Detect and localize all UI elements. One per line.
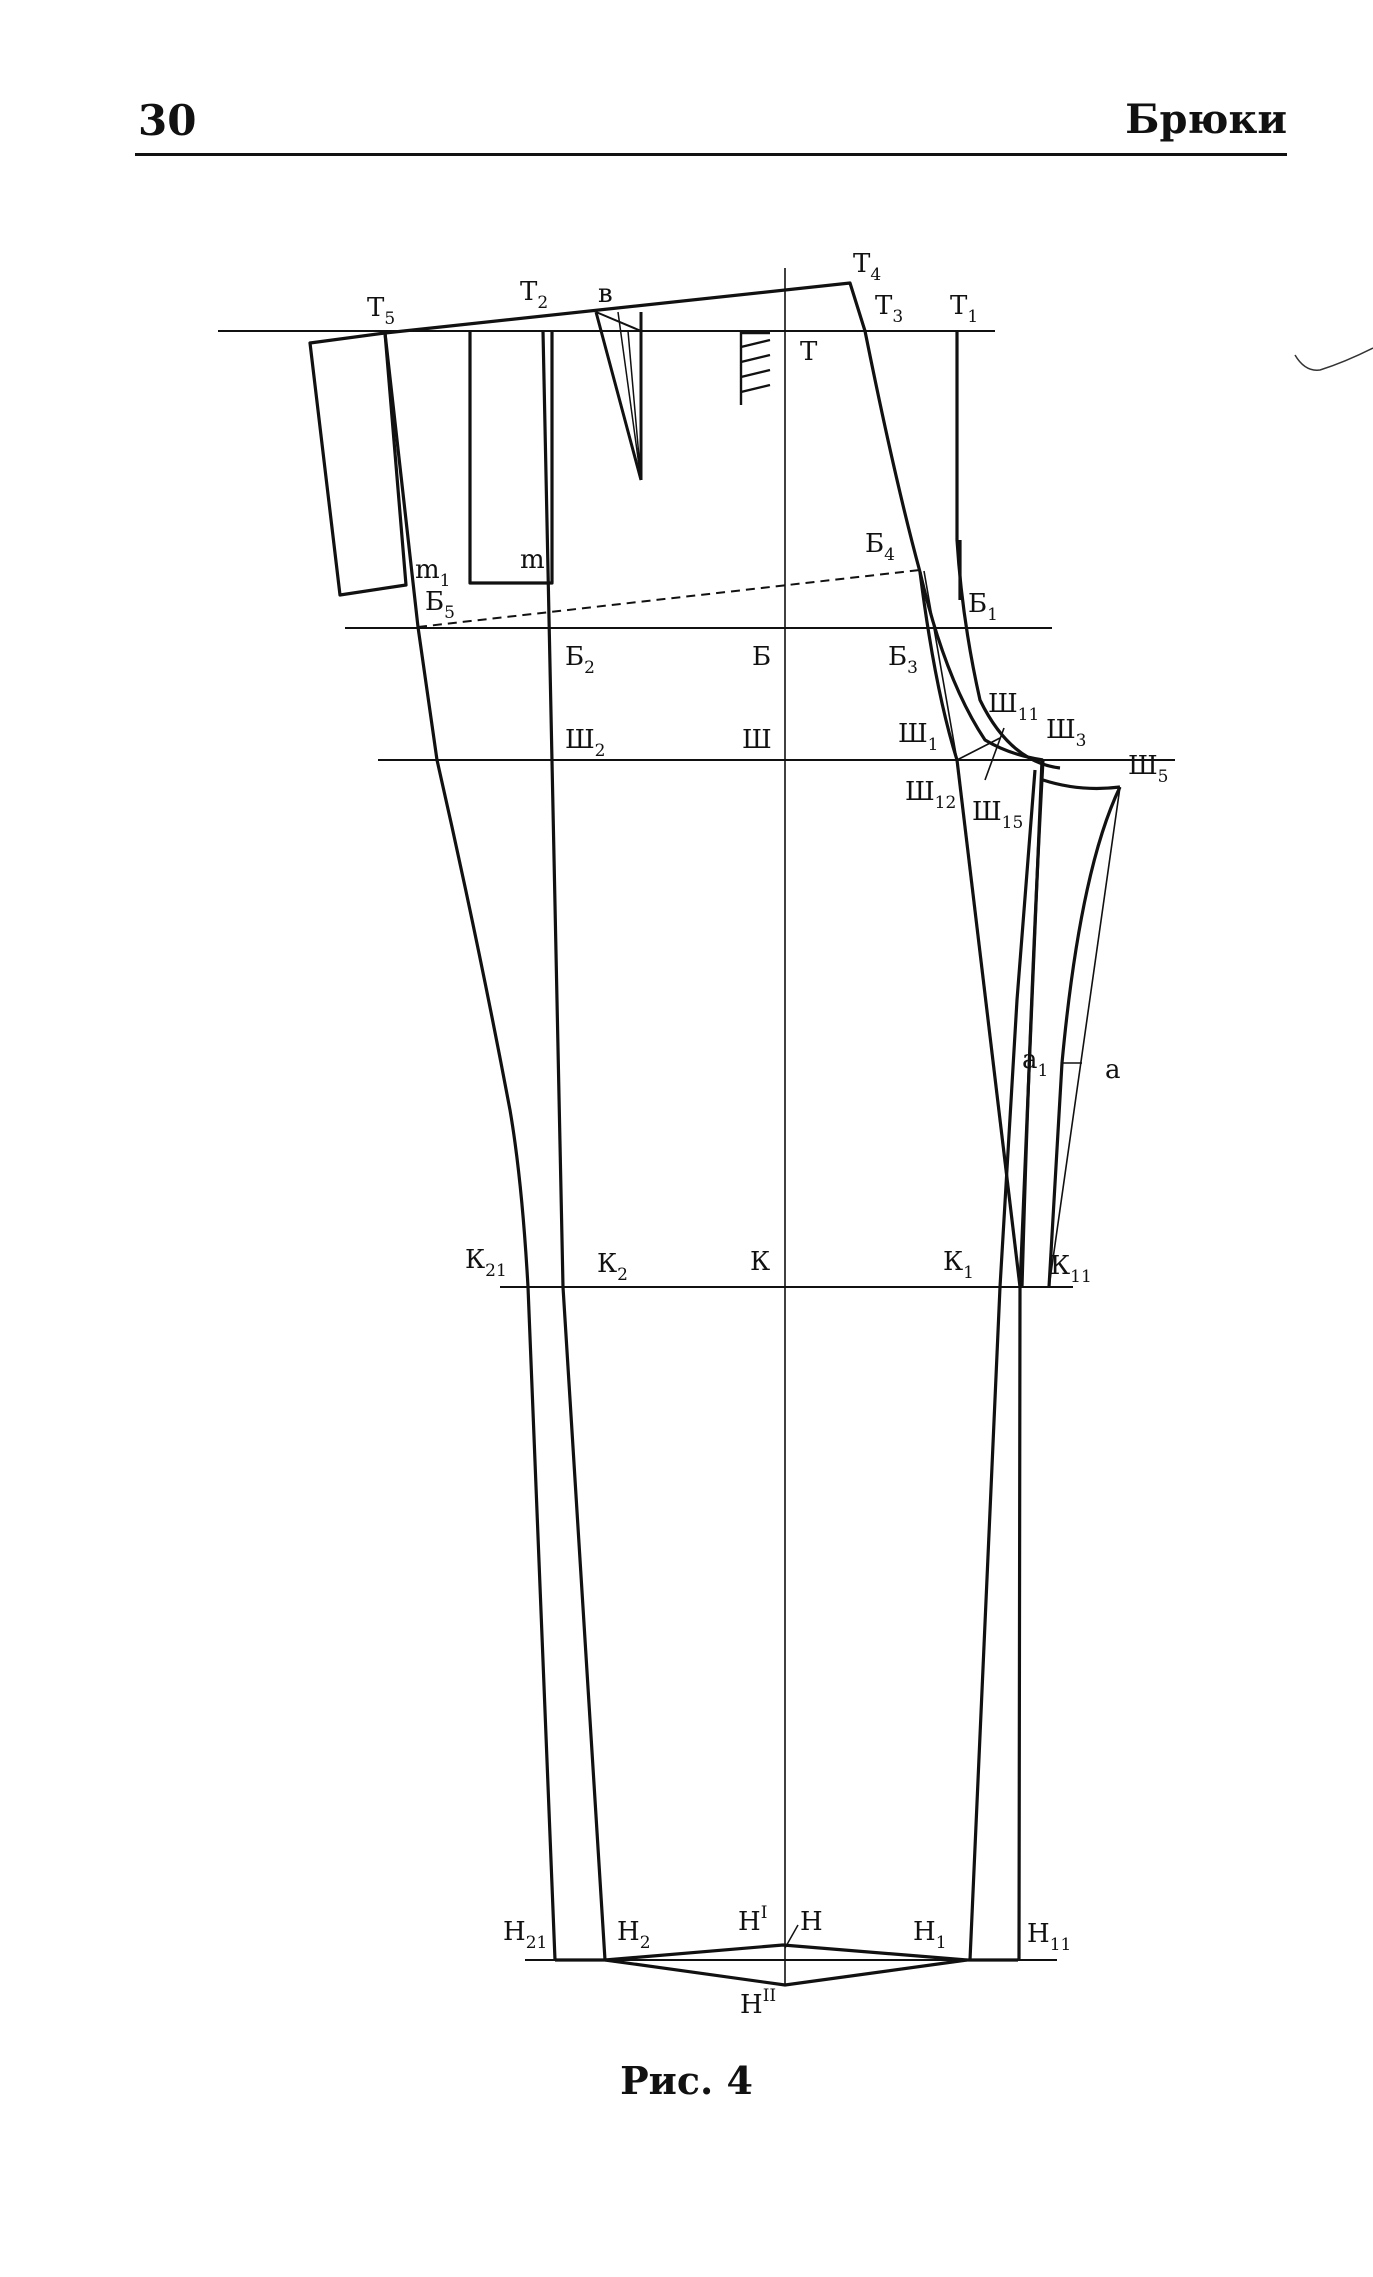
- label-t5: Т5: [367, 293, 395, 329]
- label-t2: Т2: [520, 277, 548, 313]
- label-h21: Н21: [503, 1917, 547, 1953]
- label-b2: Б2: [565, 642, 595, 678]
- waistband-top-line: [384, 281, 867, 335]
- hem-right: [604, 1943, 968, 1962]
- waist-dart: [594, 311, 643, 481]
- label-t3: Т3: [875, 291, 903, 327]
- label-hii: НII: [740, 1986, 776, 2020]
- sh15-helper-line: [956, 737, 1001, 761]
- h-pointer: [784, 1924, 799, 1949]
- margin-tick-mark: [1294, 347, 1373, 371]
- pocket-facing: [468, 331, 554, 585]
- construction-lines: [218, 268, 1175, 1985]
- front-inseam: [955, 759, 1022, 1288]
- label-sh: Ш: [742, 725, 772, 755]
- waistband-piece: [308, 331, 408, 597]
- label-m1: m1: [415, 555, 450, 591]
- label-b3: Б3: [888, 642, 918, 678]
- label-t1: Т1: [950, 291, 978, 327]
- sh1-helper-line: [923, 570, 958, 761]
- label-sh11: Ш11: [988, 689, 1039, 725]
- label-h2: Н2: [617, 1917, 651, 1953]
- header-rule: [135, 153, 1287, 156]
- label-a: а: [1105, 1055, 1121, 1085]
- label-k1: К1: [943, 1247, 974, 1283]
- label-v: в: [598, 279, 613, 309]
- label-t4: Т4: [853, 249, 881, 285]
- label-sh15: Ш15: [972, 797, 1023, 833]
- label-sh1: Ш1: [898, 719, 939, 755]
- label-k11: К11: [1050, 1251, 1092, 1287]
- label-hi: НI: [738, 1903, 767, 1937]
- label-a1: а1: [1022, 1045, 1048, 1081]
- label-b4: Б4: [865, 529, 895, 565]
- front-crease-outline: [541, 330, 607, 1961]
- label-sh5: Ш5: [1128, 751, 1169, 787]
- front-inseam-lower: [967, 760, 1000, 1960]
- inner-leg-seam: [968, 769, 1037, 1961]
- back-crotch-curve: [1042, 778, 1121, 791]
- label-h1: Н1: [913, 1917, 947, 1953]
- fly-curve-outer: [863, 330, 1044, 762]
- label-h: Н: [800, 1907, 823, 1937]
- front-leg-inner: [1020, 759, 1045, 1288]
- label-k21: К21: [465, 1245, 507, 1281]
- page-number: 30: [138, 96, 197, 145]
- label-k2: К2: [597, 1249, 628, 1285]
- label-k: К: [750, 1247, 770, 1277]
- label-sh3: Ш3: [1046, 715, 1087, 751]
- back-leg-seam: [1047, 786, 1122, 1288]
- sh11-helper-line: [984, 727, 1005, 781]
- label-b: Б: [752, 642, 771, 672]
- label-m: m: [520, 545, 545, 575]
- label-b1: Б1: [968, 589, 998, 625]
- pleat-hatching: [739, 331, 771, 405]
- label-sh2: Ш2: [565, 725, 606, 761]
- label-h11: Н11: [1027, 1919, 1071, 1955]
- label-t: Т: [800, 337, 818, 367]
- figure-caption: Рис. 4: [620, 2058, 753, 2103]
- label-b5: Б5: [425, 587, 455, 623]
- hem-left: [555, 1958, 1018, 1987]
- section-title: Брюки: [1125, 96, 1287, 143]
- fly-curve-inner: [918, 571, 959, 761]
- label-sh12: Ш12: [905, 777, 956, 813]
- point-labels: Т5 Т2 в Т4 Т3 Т1 Т m1 m Б5 Б4 Б1 Б2 Б Б3…: [367, 249, 1169, 2020]
- back-helper-line-a: [1048, 786, 1121, 1288]
- front-side-seam: [383, 332, 557, 1961]
- b5-b4-dashed-line: [417, 569, 921, 628]
- pattern-outlines: [308, 281, 1122, 1987]
